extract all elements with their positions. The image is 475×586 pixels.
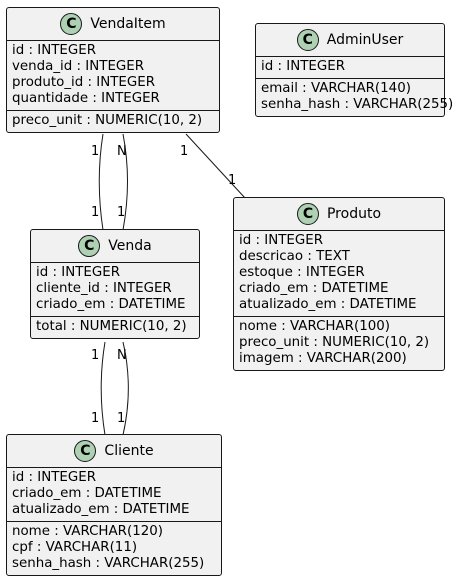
class-field: id : INTEGER: [12, 43, 96, 58]
class-field: email : VARCHAR(140): [261, 81, 411, 96]
class-field: preco_unit : NUMERIC(10, 2): [239, 335, 430, 350]
class-field: nome : VARCHAR(120): [12, 524, 163, 539]
class-members: nome : VARCHAR(120) cpf : VARCHAR(11) se…: [7, 521, 221, 575]
class-attributes: id : INTEGER: [256, 57, 444, 78]
cardinality-label: 1: [91, 411, 100, 426]
class-name: VendaItem: [90, 16, 166, 32]
class-name: Venda: [108, 238, 152, 254]
class-header: C Venda: [31, 230, 199, 263]
class-field: venda_id : INTEGER: [12, 59, 145, 74]
class-name: Cliente: [104, 443, 154, 459]
class-field: id : INTEGER: [239, 233, 323, 248]
class-vendaitem: C VendaItem id : INTEGER venda_id : INTE…: [6, 7, 220, 133]
class-field: criado_em : DATETIME: [36, 297, 186, 312]
class-members: preco_unit : NUMERIC(10, 2): [7, 110, 219, 132]
class-c-icon: C: [78, 235, 101, 257]
class-name: AdminUser: [326, 32, 404, 48]
class-field: cliente_id : INTEGER: [36, 281, 172, 296]
class-header: C Cliente: [7, 435, 221, 468]
cardinality-label: 1: [91, 205, 100, 220]
class-name: Produto: [326, 206, 382, 222]
relation-line-vendaitem-venda-1: [98, 133, 104, 231]
class-field: estoque : INTEGER: [239, 265, 365, 280]
cardinality-label: 1: [180, 144, 189, 159]
class-header: C VendaItem: [7, 8, 219, 41]
class-field: cpf : VARCHAR(11): [12, 540, 138, 555]
class-field: atualizado_em : DATETIME: [12, 502, 190, 517]
class-c-icon: C: [296, 29, 319, 51]
class-field: quantidade : INTEGER: [12, 91, 160, 106]
class-field: descricao : TEXT: [239, 249, 350, 264]
class-c-icon: C: [296, 203, 319, 225]
class-attributes: id : INTEGER venda_id : INTEGER produto_…: [7, 41, 219, 110]
class-members: nome : VARCHAR(100) preco_unit : NUMERIC…: [234, 316, 444, 370]
class-produto: C Produto id : INTEGER descricao : TEXT …: [233, 197, 445, 371]
class-cliente: C Cliente id : INTEGER criado_em : DATET…: [6, 434, 222, 576]
class-attributes: id : INTEGER descricao : TEXT estoque : …: [234, 231, 444, 316]
cardinality-label: N: [117, 144, 127, 159]
class-field: total : NUMERIC(10, 2): [36, 319, 187, 334]
class-members: total : NUMERIC(10, 2): [31, 316, 199, 338]
class-attributes: id : INTEGER criado_em : DATETIME atuali…: [7, 468, 221, 521]
relation-line-vendaitem-venda-2: [122, 133, 128, 231]
cardinality-label: 1: [91, 348, 100, 363]
cardinality-label: N: [117, 348, 127, 363]
class-field: criado_em : DATETIME: [12, 486, 162, 501]
class-field: senha_hash : VARCHAR(255): [261, 97, 454, 112]
class-field: nome : VARCHAR(100): [239, 319, 390, 334]
cardinality-label: 1: [117, 205, 126, 220]
relation-line-venda-cliente-1: [100, 341, 106, 436]
class-field: id : INTEGER: [12, 470, 96, 485]
class-header: C Produto: [234, 198, 444, 231]
relation-line-vendaitem-produto: [185, 133, 246, 199]
class-c-icon: C: [60, 13, 83, 35]
class-field: id : INTEGER: [261, 59, 345, 74]
cardinality-label: 1: [228, 173, 237, 188]
relation-line-venda-cliente-2: [122, 341, 129, 436]
class-members: email : VARCHAR(140) senha_hash : VARCHA…: [256, 78, 454, 116]
class-venda: C Venda id : INTEGER cliente_id : INTEGE…: [30, 229, 200, 339]
class-c-icon: C: [74, 440, 97, 462]
class-field: imagem : VARCHAR(200): [239, 351, 407, 366]
class-field: produto_id : INTEGER: [12, 75, 156, 90]
class-adminuser: C AdminUser id : INTEGER email : VARCHAR…: [255, 23, 454, 117]
class-field: senha_hash : VARCHAR(255): [12, 556, 205, 571]
cardinality-label: 1: [117, 411, 126, 426]
cardinality-label: 1: [91, 144, 100, 159]
class-attributes: id : INTEGER cliente_id : INTEGER criado…: [31, 263, 199, 316]
class-field: atualizado_em : DATETIME: [239, 297, 417, 312]
class-field: preco_unit : NUMERIC(10, 2): [12, 113, 203, 128]
class-field: id : INTEGER: [36, 265, 120, 280]
class-field: criado_em : DATETIME: [239, 281, 389, 296]
class-header: C AdminUser: [256, 24, 444, 57]
